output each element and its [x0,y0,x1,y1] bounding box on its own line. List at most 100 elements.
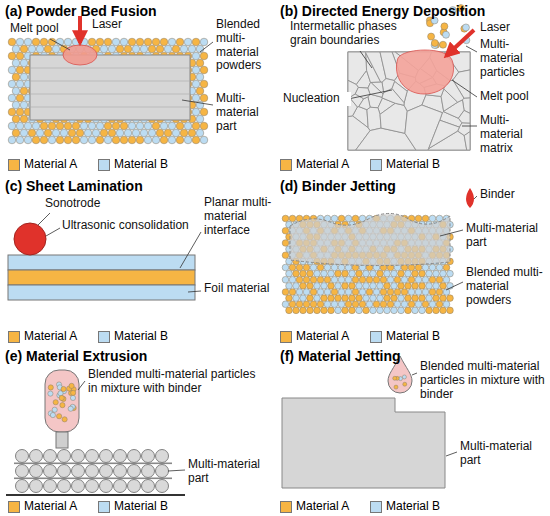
circle-shape [52,129,60,137]
circle-shape [349,270,356,277]
legend-swatch [8,331,20,343]
circle-shape [76,129,84,137]
circle-shape [140,45,148,53]
circle-shape [132,129,140,137]
circle-shape [30,450,43,463]
legend-text: Material A [24,500,77,514]
legend-item: Material B [98,330,168,344]
circle-shape [30,480,43,493]
nozzle [56,432,68,448]
circle-shape [415,276,422,283]
circle-shape [408,289,415,296]
circle-shape [136,136,144,144]
circle-shape [391,295,398,302]
circle-shape [100,465,113,478]
circle-shape [422,264,429,271]
circle-shape [373,276,380,283]
circle-shape [86,480,99,493]
circle-shape [429,289,436,296]
circle-shape [359,301,366,308]
circle-shape [152,38,160,46]
circle-shape [200,52,208,60]
annotation-label: Intermetallic phases grain boundaries [290,20,420,48]
circle-shape [282,289,289,296]
panel-title: (e) Material Extrusion [5,348,147,364]
circle-shape [401,276,408,283]
annotation-label: Binder [480,188,540,202]
circle-shape [114,450,127,463]
circle-shape [342,270,349,277]
panel-title: (d) Binder Jetting [280,178,396,194]
circle-shape [136,122,144,130]
circle-shape [156,45,164,53]
circle-shape [436,276,443,283]
circle-shape [321,283,328,290]
circle-shape [196,87,204,95]
circle-shape [12,101,20,109]
circle-shape [116,129,124,137]
circle-shape [394,289,401,296]
circle-shape [196,129,204,137]
circle-shape [68,406,73,411]
circle-shape [282,252,289,259]
circle-shape [112,122,120,130]
circle-shape [168,122,176,130]
circle-shape [370,283,377,290]
circle-shape [8,66,16,74]
circle-shape [60,129,68,137]
circle-shape [412,283,419,290]
circle-shape [286,270,293,277]
legend-swatch [370,501,382,513]
circle-shape [200,66,208,74]
circle-shape [331,301,338,308]
circle-shape [86,465,99,478]
sonotrode [14,223,46,255]
circle-shape [96,136,104,144]
circle-shape [28,129,36,137]
circle-shape [172,129,180,137]
circle-shape [58,480,71,493]
circle-shape [441,23,448,30]
circle-shape [164,129,172,137]
circle-shape [12,73,20,81]
legend-item: Material B [370,330,440,344]
circle-shape [144,122,152,130]
circle-shape [16,66,24,74]
circle-shape [136,38,144,46]
circle-shape [289,215,296,222]
circle-shape [419,270,426,277]
circle-shape [429,215,436,222]
legend-item: Material A [280,500,349,514]
circle-shape [321,270,328,277]
circle-shape [192,122,200,130]
circle-shape [352,289,359,296]
circle-shape [104,38,112,46]
laser-beam [78,16,82,43]
circle-shape [440,270,447,277]
circle-shape [314,270,321,277]
circle-shape [338,276,345,283]
circle-shape [140,129,148,137]
circle-shape [184,122,192,130]
legend-text: Material B [386,500,440,514]
circle-shape [16,108,24,116]
circle-shape [112,136,120,144]
panel-title: (b) Directed Energy Deposition [280,3,485,19]
circle-shape [300,307,307,314]
circle-shape [384,295,391,302]
circle-shape [440,307,447,314]
circle-shape [20,59,28,67]
circle-shape [359,289,366,296]
circle-shape [282,264,289,271]
circle-shape [200,122,208,130]
circle-shape [429,301,436,308]
circle-shape [387,301,394,308]
circle-shape [20,87,28,95]
circle-shape [405,307,412,314]
circle-shape [124,129,132,137]
circle-shape [429,276,436,283]
circle-shape [44,129,52,137]
circle-shape [405,295,412,302]
line-shape [78,381,85,390]
circle-shape [64,136,72,144]
